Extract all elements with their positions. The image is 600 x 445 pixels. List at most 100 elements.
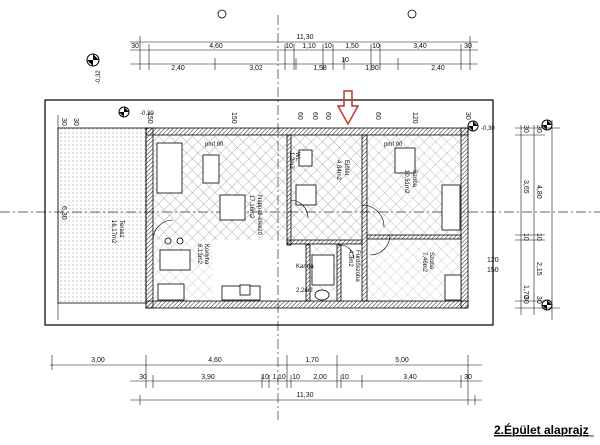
svg-text:120: 120 [411, 112, 418, 124]
svg-text:30: 30 [464, 43, 472, 50]
svg-text:5,00: 5,00 [395, 357, 409, 364]
bottom-dimension-row1: 3,00 4,60 1,70 5,00 [91, 357, 409, 364]
level-mark-top-left: -0,32 [96, 70, 102, 84]
left-dimension: 30 [60, 118, 67, 126]
svg-text:Fürdőszoba: Fürdőszoba [354, 250, 360, 282]
top-total-dimension: 11,30 [297, 34, 314, 41]
svg-text:2,40: 2,40 [171, 65, 185, 72]
svg-text:6,13m2: 6,13m2 [196, 244, 202, 265]
level-marker-icon [118, 106, 130, 118]
svg-text:10: 10 [341, 374, 349, 381]
svg-text:30: 30 [522, 296, 529, 304]
svg-text:10: 10 [341, 57, 349, 64]
svg-text:10: 10 [292, 374, 300, 381]
svg-text:30: 30 [131, 43, 139, 50]
svg-text:3,40: 3,40 [403, 374, 417, 381]
right-dimension-lines [515, 120, 560, 320]
svg-text:10,51m2: 10,51m2 [403, 170, 409, 194]
building-outline [44, 99, 494, 326]
bottom-dimension-row2: 30 3,90 10 1,10 10 2,00 10 3,40 30 [139, 374, 472, 381]
svg-text:1,70: 1,70 [522, 285, 529, 299]
svg-text:Wc: Wc [294, 152, 300, 161]
bottom-dimension-lines [50, 355, 482, 405]
level-marker-icon [467, 120, 479, 132]
svg-text:7,46m2: 7,46m2 [421, 252, 427, 273]
window-label: pmf 90 [384, 142, 403, 148]
svg-text:1,2m2: 1,2m2 [288, 152, 294, 169]
svg-text:10: 10 [285, 43, 293, 50]
right-dimension-inner: 30 3,65 10 1,70 30 [522, 125, 529, 304]
svg-text:1,10: 1,10 [302, 43, 316, 50]
svg-text:4,3m2: 4,3m2 [347, 250, 353, 267]
window-label: pmf 90 [205, 142, 224, 148]
top-dimension-lines [130, 36, 478, 70]
svg-text:17,16m2: 17,16m2 [248, 195, 254, 219]
svg-text:2,2m2: 2,2m2 [296, 288, 313, 294]
svg-text:2,15: 2,15 [535, 262, 542, 276]
level-mark-entry-right: -0,30 [481, 126, 495, 132]
svg-text:Terasz: Terasz [118, 220, 124, 238]
svg-text:10: 10 [535, 233, 542, 241]
right-side-dimension: 120 [487, 257, 499, 264]
svg-text:Nappali-étkező: Nappali-étkező [256, 195, 262, 236]
svg-text:16,17m2: 16,17m2 [110, 220, 116, 244]
svg-text:4,80: 4,80 [535, 185, 542, 199]
svg-text:150: 150 [230, 112, 237, 124]
svg-text:60: 60 [311, 112, 318, 120]
svg-text:4,60: 4,60 [209, 43, 223, 50]
svg-text:1,10: 1,10 [272, 374, 286, 381]
level-mark-entry-left: -0,30 [140, 111, 154, 117]
svg-text:3,65: 3,65 [522, 180, 529, 194]
wall-thickness-marks: 30 150 150 60 60 60 60 120 30 [72, 112, 471, 126]
room-labels: Nappali-étkező 17,16m2 Wc 1,2m2 Előtér 4… [110, 152, 434, 294]
top-dimension-row1: 30 4,60 10 1,10 10 1,50 10 3,40 30 [131, 43, 472, 50]
left-dimension: 6,30 [60, 206, 67, 220]
svg-text:3,90: 3,90 [201, 374, 215, 381]
drawing-caption: 2.Épület alaprajz [494, 422, 589, 437]
door-swings [152, 199, 391, 260]
entrance-arrow-icon [336, 90, 360, 126]
svg-text:10: 10 [522, 233, 529, 241]
svg-text:30: 30 [464, 112, 471, 120]
svg-text:60: 60 [324, 112, 331, 120]
svg-text:30: 30 [535, 296, 542, 304]
svg-text:10: 10 [261, 374, 269, 381]
svg-text:2,00: 2,00 [313, 374, 327, 381]
svg-text:1,90: 1,90 [365, 65, 379, 72]
svg-text:Szoba: Szoba [428, 252, 434, 270]
top-dimension-row2: 2,40 3,02 1,58 1,90 2,40 10 [171, 57, 445, 72]
svg-text:10: 10 [372, 43, 380, 50]
svg-text:2,40: 2,40 [431, 65, 445, 72]
svg-text:Konyha: Konyha [203, 244, 209, 265]
svg-text:Előtér: Előtér [343, 160, 349, 176]
right-side-dimension: 150 [487, 267, 499, 274]
svg-text:3,00: 3,00 [91, 357, 105, 364]
svg-text:30: 30 [464, 374, 472, 381]
svg-text:30: 30 [72, 118, 79, 126]
svg-text:Szoba: Szoba [411, 170, 417, 188]
svg-text:4,60: 4,60 [208, 357, 222, 364]
svg-text:10: 10 [324, 43, 332, 50]
level-marker-icon [541, 299, 553, 311]
svg-text:30: 30 [522, 125, 529, 133]
level-marker-icon [541, 119, 553, 131]
svg-text:Kamra: Kamra [296, 264, 314, 270]
north-compass-icon [86, 53, 100, 67]
svg-text:30: 30 [139, 374, 147, 381]
svg-text:60: 60 [296, 112, 303, 120]
svg-text:1,70: 1,70 [305, 357, 319, 364]
svg-text:1,58: 1,58 [313, 65, 327, 72]
svg-text:3,40: 3,40 [413, 43, 427, 50]
bottom-total-dimension: 11,30 [297, 392, 314, 399]
svg-text:3,02: 3,02 [249, 65, 263, 72]
right-dimension-outer: 30 4,80 10 2,15 30 [535, 125, 542, 304]
svg-text:4,84m2: 4,84m2 [335, 160, 341, 181]
furniture [156, 142, 462, 301]
level-marker-icon [217, 9, 417, 19]
svg-text:30: 30 [535, 125, 542, 133]
terrace-area [57, 127, 147, 304]
svg-text:60: 60 [374, 112, 381, 120]
svg-text:150: 150 [146, 112, 153, 124]
svg-text:1,50: 1,50 [345, 43, 359, 50]
